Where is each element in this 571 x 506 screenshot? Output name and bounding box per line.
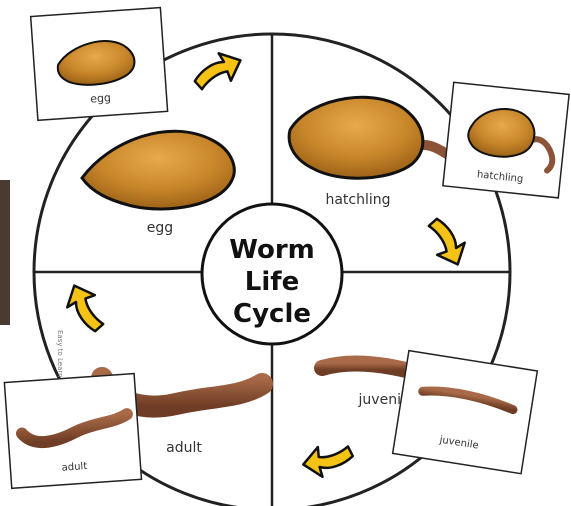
soil-photo-strip <box>0 180 10 325</box>
card-adult[interactable]: adult <box>4 374 141 489</box>
quadrant-hatchling-label: hatchling <box>325 192 390 208</box>
card-adult-label: adult <box>61 461 87 474</box>
quadrant-egg-label: egg <box>147 220 173 236</box>
quadrant-adult-label: adult <box>166 440 202 456</box>
card-juvenile[interactable]: juvenile <box>393 351 538 474</box>
juvenile-worm-icon <box>322 364 406 370</box>
card-egg-label: egg <box>90 91 112 105</box>
card-egg[interactable]: egg <box>31 8 168 121</box>
center-title-line2: Life <box>245 267 299 297</box>
card-hatchling[interactable]: hatchling <box>443 82 569 198</box>
center-title-line3: Cycle <box>233 299 311 329</box>
center-title-line1: Worm <box>229 235 315 265</box>
